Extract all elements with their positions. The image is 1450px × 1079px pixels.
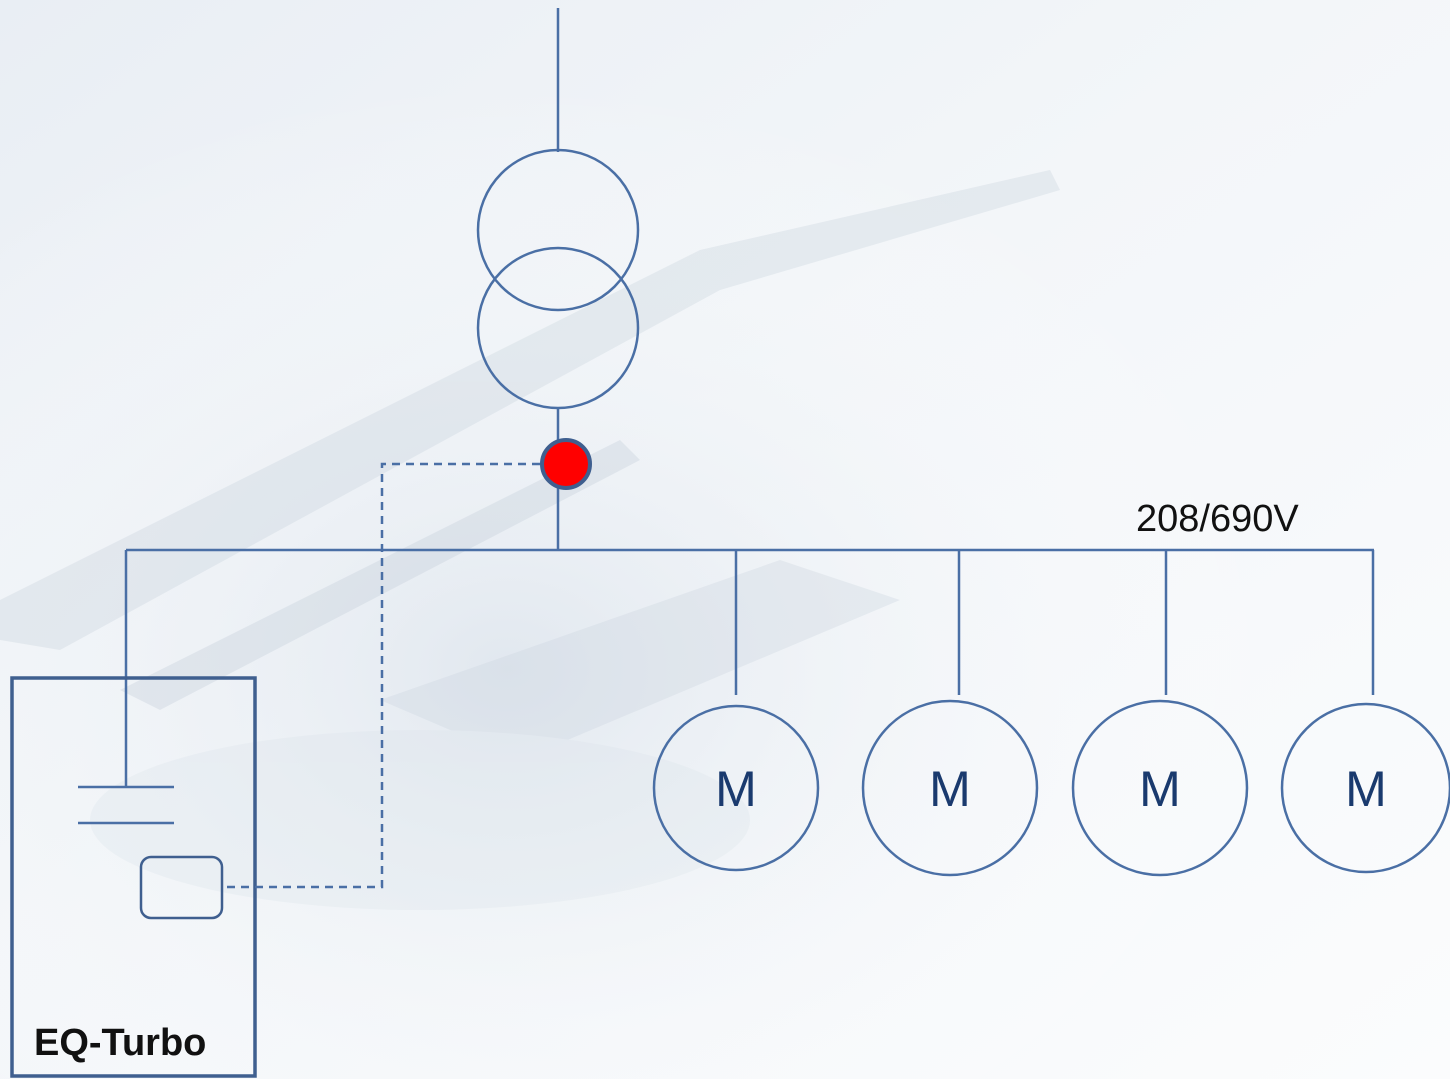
motor-3[interactable]: M [1071,699,1249,877]
motor-icon [1071,699,1249,877]
measurement-point-icon[interactable] [540,438,592,490]
motor-icon [652,704,820,872]
motor-2[interactable]: M [861,699,1039,877]
motor-label: M [1139,761,1181,817]
motor-icon [861,699,1039,877]
capacitor-icon [78,785,174,825]
motor-4[interactable]: M [1280,702,1450,874]
motor-label: M [929,761,971,817]
eq-turbo-label: EQ-Turbo [34,1022,206,1064]
motor-icon [1280,702,1450,874]
motor-1[interactable]: M [652,704,820,872]
eq-turbo-device[interactable]: EQ-Turbo [10,676,257,1078]
measurement-signal-link [222,462,540,889]
eq-turbo-enclosure [10,676,257,1078]
controller-module-icon [139,855,224,920]
motor-label: M [1345,761,1387,817]
bus-voltage-label: 208/690V [1136,498,1299,540]
motor-label: M [715,761,757,817]
